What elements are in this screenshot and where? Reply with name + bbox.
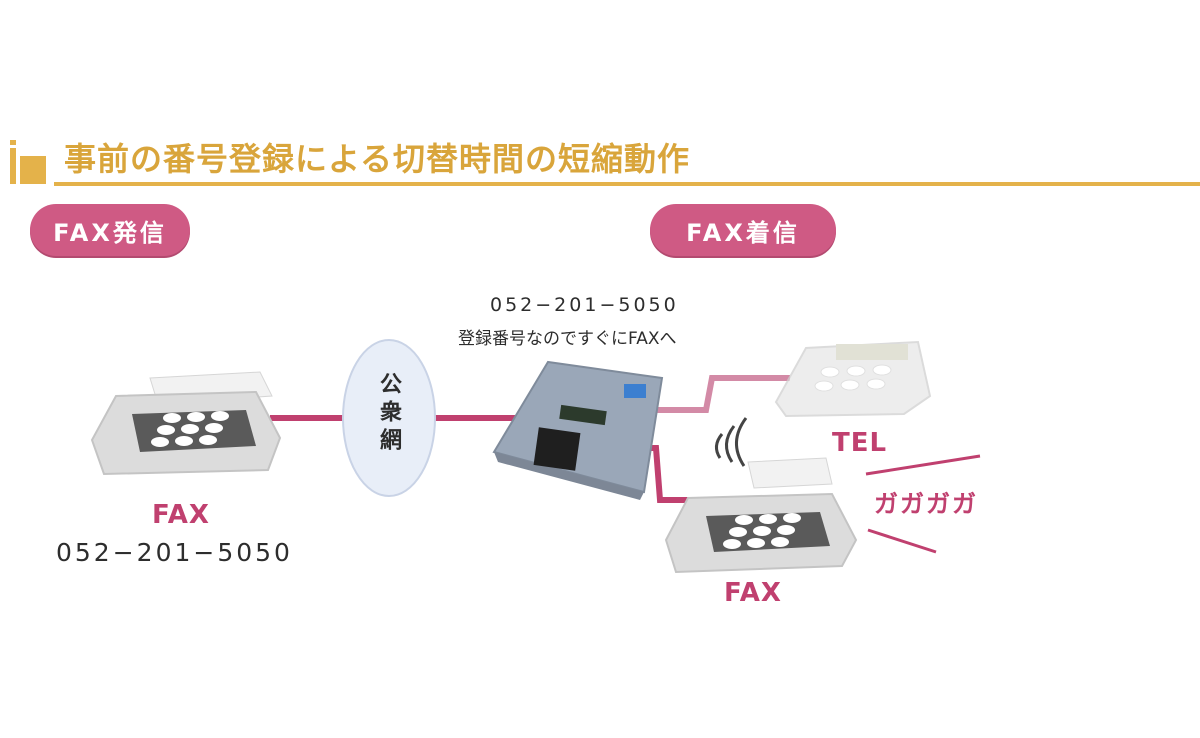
left-fax-machine	[90, 371, 282, 476]
right-fax-machine	[664, 457, 858, 574]
connection-lines	[270, 375, 790, 503]
ringing-waves-icon	[715, 417, 748, 467]
left-fax-label: FAX	[152, 500, 210, 530]
noise-text: ガガガガ	[874, 490, 978, 518]
network-label: 公衆網	[376, 372, 401, 456]
right-fax-label: FAX	[724, 578, 782, 608]
page-title: 事前の番号登録による切替時間の短縮動作	[64, 140, 691, 178]
device-note: 登録番号なのですぐにFAXへ	[458, 329, 677, 349]
title-icon	[8, 140, 48, 188]
fax-send-badge: FAX発信	[30, 204, 190, 256]
switching-device	[492, 360, 664, 500]
tel-label: TEL	[832, 428, 888, 458]
telephone	[774, 340, 932, 418]
title-rule	[54, 182, 1200, 186]
public-network-ellipse	[342, 339, 436, 497]
left-fax-number: 052−201−5050	[56, 538, 293, 567]
device-number: 052−201−5050	[490, 294, 679, 316]
fax-receive-badge: FAX着信	[650, 204, 836, 256]
noise-lines	[865, 454, 981, 554]
line-device-to-tel	[650, 375, 790, 413]
